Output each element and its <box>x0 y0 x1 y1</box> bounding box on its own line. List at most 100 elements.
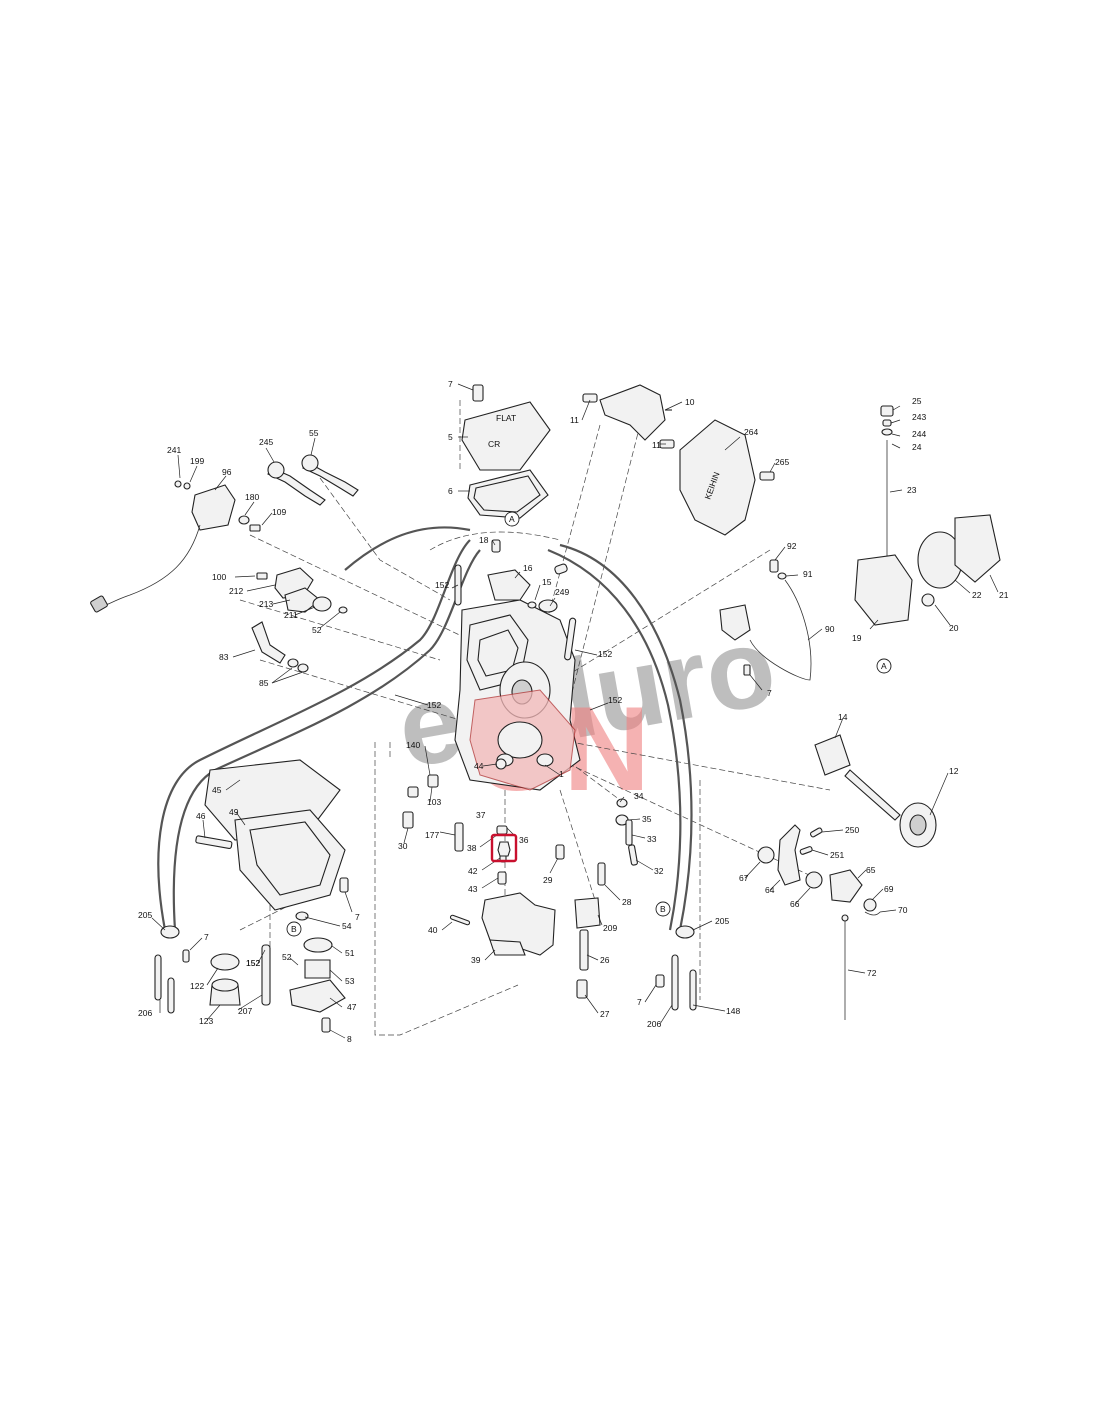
throttle-valve-parts <box>454 539 577 661</box>
callout-40: 40 <box>428 925 438 935</box>
callout-53: 53 <box>345 976 355 986</box>
callout-8: 8 <box>347 1034 352 1044</box>
callout-250: 250 <box>845 825 859 835</box>
fitting-group <box>251 621 309 673</box>
callout-27: 27 <box>600 1009 610 1019</box>
top-cover <box>461 401 551 471</box>
callout-177: 177 <box>425 830 439 840</box>
callout-180: 180 <box>245 492 259 502</box>
callout-244: 244 <box>912 429 926 439</box>
callout-18: 18 <box>479 535 489 545</box>
callout-83: 83 <box>219 652 229 662</box>
callout-35: 35 <box>642 814 652 824</box>
callout-140: 140 <box>406 740 420 750</box>
part-callouts: 7 5 6 11 10 11 264 265 241 199 96 180 10… <box>138 379 1009 1044</box>
callout-199: 199 <box>190 456 204 466</box>
highlighted-part-37 <box>490 833 518 863</box>
callout-251: 251 <box>830 850 844 860</box>
callout-25: 25 <box>912 396 922 406</box>
pump-cover-group <box>256 567 348 614</box>
callout-67: 67 <box>739 873 749 883</box>
callout-36: 36 <box>519 835 529 845</box>
callout-96: 96 <box>222 467 232 477</box>
callout-122: 122 <box>190 981 204 991</box>
callout-26: 26 <box>600 955 610 965</box>
callout-152: 152 <box>246 958 260 968</box>
callout-15: 15 <box>542 577 552 587</box>
callout-212: 212 <box>229 586 243 596</box>
callout-109: 109 <box>272 507 286 517</box>
top-gasket-inner <box>473 475 541 513</box>
callout-46: 46 <box>196 811 206 821</box>
marker-b-right <box>655 901 671 917</box>
callout-148: 148 <box>726 1006 740 1016</box>
callout-54: 54 <box>342 921 352 931</box>
callout-92: 92 <box>787 541 797 551</box>
tps-sensor-group <box>90 480 261 613</box>
callout-245: 245 <box>259 437 273 447</box>
callout-16: 16 <box>523 563 533 573</box>
hoses <box>157 526 693 931</box>
callout-65: 65 <box>866 865 876 875</box>
callout-22: 22 <box>972 590 982 600</box>
callout-34: 34 <box>634 791 644 801</box>
cover-text-top: FLAT <box>496 413 516 423</box>
screw-icon <box>472 384 484 402</box>
carburetor-body <box>454 599 581 791</box>
callout-11: 11 <box>652 440 661 450</box>
callout-241: 241 <box>167 445 181 455</box>
callout-44: 44 <box>474 761 484 771</box>
marker-a-top-label: A <box>509 514 515 524</box>
callout-28: 28 <box>622 897 632 907</box>
marker-b-left-label: B <box>291 924 297 934</box>
callout-103: 103 <box>427 797 441 807</box>
callout-123: 123 <box>199 1016 213 1026</box>
callout-19: 19 <box>852 633 862 643</box>
callout-152: 152 <box>427 700 441 710</box>
right-hose-group <box>160 925 697 1011</box>
callout-64: 64 <box>765 885 775 895</box>
callout-32: 32 <box>654 866 664 876</box>
callout-249: 249 <box>555 587 569 597</box>
callout-211: 211 <box>284 610 298 620</box>
adjust-screws-group <box>267 454 359 506</box>
callout-52: 52 <box>312 625 322 635</box>
throttle-shaft-group <box>814 734 937 848</box>
callout-69: 69 <box>884 884 894 894</box>
callout-206: 206 <box>647 1019 661 1029</box>
callout-66: 66 <box>790 899 800 909</box>
callout-49: 49 <box>229 807 239 817</box>
callout-12: 12 <box>949 766 959 776</box>
callout-6: 6 <box>448 486 453 496</box>
leader-lines <box>151 383 999 1039</box>
callout-91: 91 <box>803 569 813 579</box>
callout-7: 7 <box>767 688 772 698</box>
lever-group <box>757 824 881 1020</box>
callout-205: 205 <box>715 916 729 926</box>
callout-265: 265 <box>775 457 789 467</box>
callout-14: 14 <box>838 712 848 722</box>
callout-39: 39 <box>471 955 481 965</box>
callout-30: 30 <box>398 841 408 851</box>
callout-5: 5 <box>448 432 453 442</box>
callout-38: 38 <box>467 843 477 853</box>
callout-7: 7 <box>204 932 209 942</box>
part-37-jet-icon <box>497 841 511 857</box>
callout-100: 100 <box>212 572 226 582</box>
callout-52: 52 <box>282 952 292 962</box>
callout-20: 20 <box>949 623 959 633</box>
callout-152: 152 <box>246 958 260 968</box>
cover-text-main: CR <box>488 439 500 449</box>
callout-29: 29 <box>543 875 553 885</box>
marker-a-right-label: A <box>881 661 887 671</box>
callout-43: 43 <box>468 884 478 894</box>
callout-264: 264 <box>744 427 758 437</box>
float-group <box>481 892 556 956</box>
callout-42: 42 <box>468 866 478 876</box>
hot-start-group <box>854 405 1001 626</box>
callout-152: 152 <box>608 695 622 705</box>
marker-a-top <box>504 511 520 527</box>
bracket-group <box>582 384 675 449</box>
callout-205: 205 <box>138 910 152 920</box>
